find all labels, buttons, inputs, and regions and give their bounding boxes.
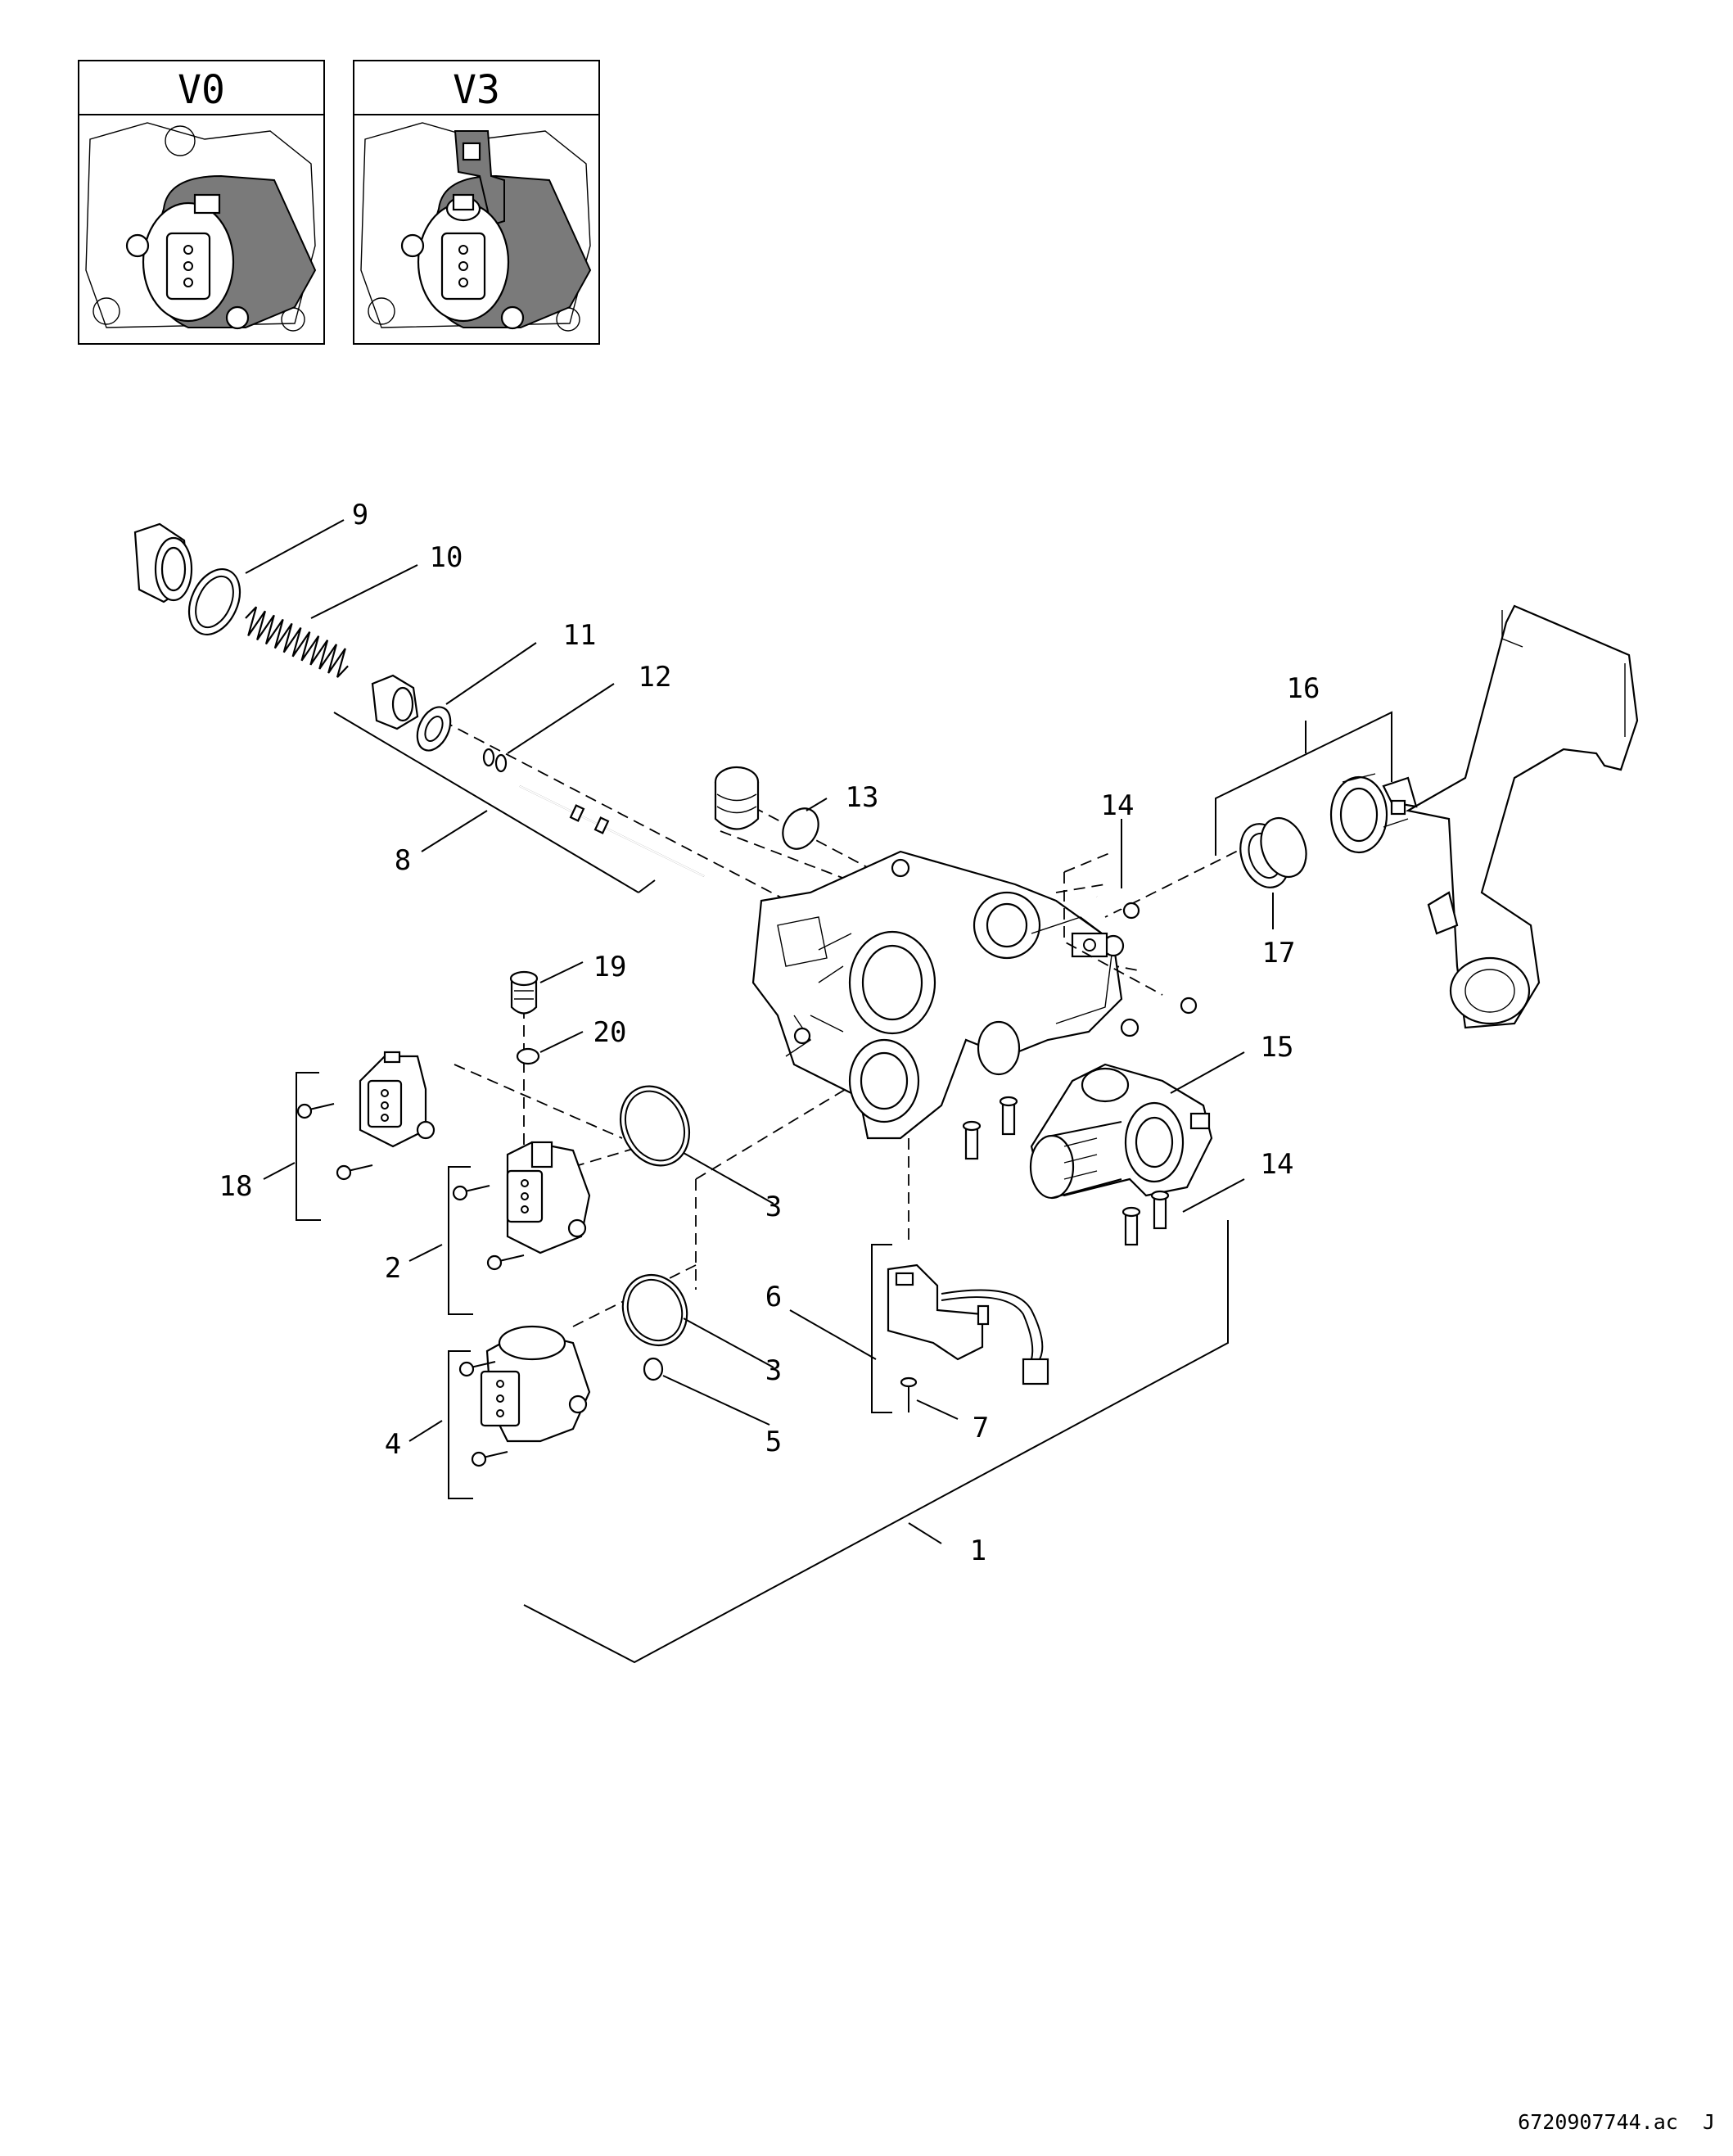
o-ring-9 — [187, 568, 241, 635]
callout-labels: 1 2 3 3 4 5 6 7 8 9 10 11 12 13 14 14 15… — [219, 499, 1320, 1567]
spring-10 — [245, 606, 349, 678]
screw-7 — [900, 1376, 918, 1412]
callout-20: 20 — [593, 1016, 627, 1049]
leader-lines — [245, 519, 1307, 1544]
screw-14-upper — [1095, 894, 1198, 1015]
callout-1: 1 — [970, 1535, 986, 1567]
callout-14-lower: 14 — [1261, 1148, 1294, 1181]
cap-nut-9 — [133, 522, 193, 603]
seal-17 — [1239, 817, 1307, 888]
washer-11 — [416, 706, 452, 752]
drawing-reference: 6720907744.ac J — [1518, 2110, 1715, 2134]
gas-valve-4 — [458, 1325, 591, 1467]
bracket-8 — [333, 712, 656, 893]
callout-6: 6 — [765, 1281, 782, 1313]
callout-7: 7 — [973, 1412, 989, 1444]
screws-14-lower — [1121, 1190, 1170, 1246]
o-ring-5 — [643, 1357, 664, 1381]
callout-2: 2 — [385, 1252, 401, 1285]
callout-8: 8 — [395, 844, 411, 877]
nozzle-19 — [509, 970, 539, 1015]
callout-18: 18 — [219, 1170, 253, 1203]
guide-bush-11 — [371, 674, 419, 730]
pins-15 — [962, 1096, 1018, 1160]
callout-12: 12 — [639, 661, 672, 694]
callout-19: 19 — [593, 951, 627, 983]
electrode-6 — [887, 1263, 1049, 1385]
variant-box-v3: V3 — [353, 60, 600, 345]
callout-5: 5 — [765, 1426, 782, 1458]
callout-3-upper: 3 — [765, 1191, 782, 1223]
bracket-16 — [1215, 711, 1392, 856]
valve-body — [751, 850, 1140, 1140]
callout-14-upper: 14 — [1101, 789, 1135, 822]
bracket-1 — [523, 1220, 1229, 1664]
outlet-pipe-16 — [1329, 604, 1639, 1029]
bracket-18 — [296, 1072, 321, 1221]
filter-13 — [714, 766, 819, 850]
o-rings-12 — [482, 748, 508, 773]
bracket-4 — [448, 1350, 473, 1499]
gas-valve-18 — [296, 1051, 436, 1181]
ring-20 — [516, 1047, 540, 1065]
valve-stem-8 — [519, 785, 705, 877]
variant-box-v0: V0 — [78, 60, 325, 345]
bracket-6 — [871, 1244, 892, 1413]
bracket-14-upper — [1063, 851, 1163, 996]
callout-15: 15 — [1261, 1031, 1294, 1064]
flow-connector-15 — [1029, 1063, 1213, 1200]
bracket-2 — [448, 1166, 473, 1315]
o-ring-3-lower — [621, 1273, 688, 1347]
callout-4: 4 — [385, 1428, 401, 1461]
callout-17: 17 — [1262, 937, 1296, 970]
gas-valve-2 — [452, 1141, 591, 1271]
callout-11: 11 — [563, 619, 597, 652]
variant-label-v0: V0 — [178, 67, 225, 113]
callout-16: 16 — [1287, 672, 1320, 705]
callout-13: 13 — [846, 781, 879, 814]
variant-label-v3: V3 — [453, 67, 500, 113]
callout-3-lower: 3 — [765, 1354, 782, 1387]
callout-10: 10 — [430, 541, 463, 574]
callout-9: 9 — [352, 499, 368, 531]
o-ring-3-upper — [619, 1085, 691, 1167]
